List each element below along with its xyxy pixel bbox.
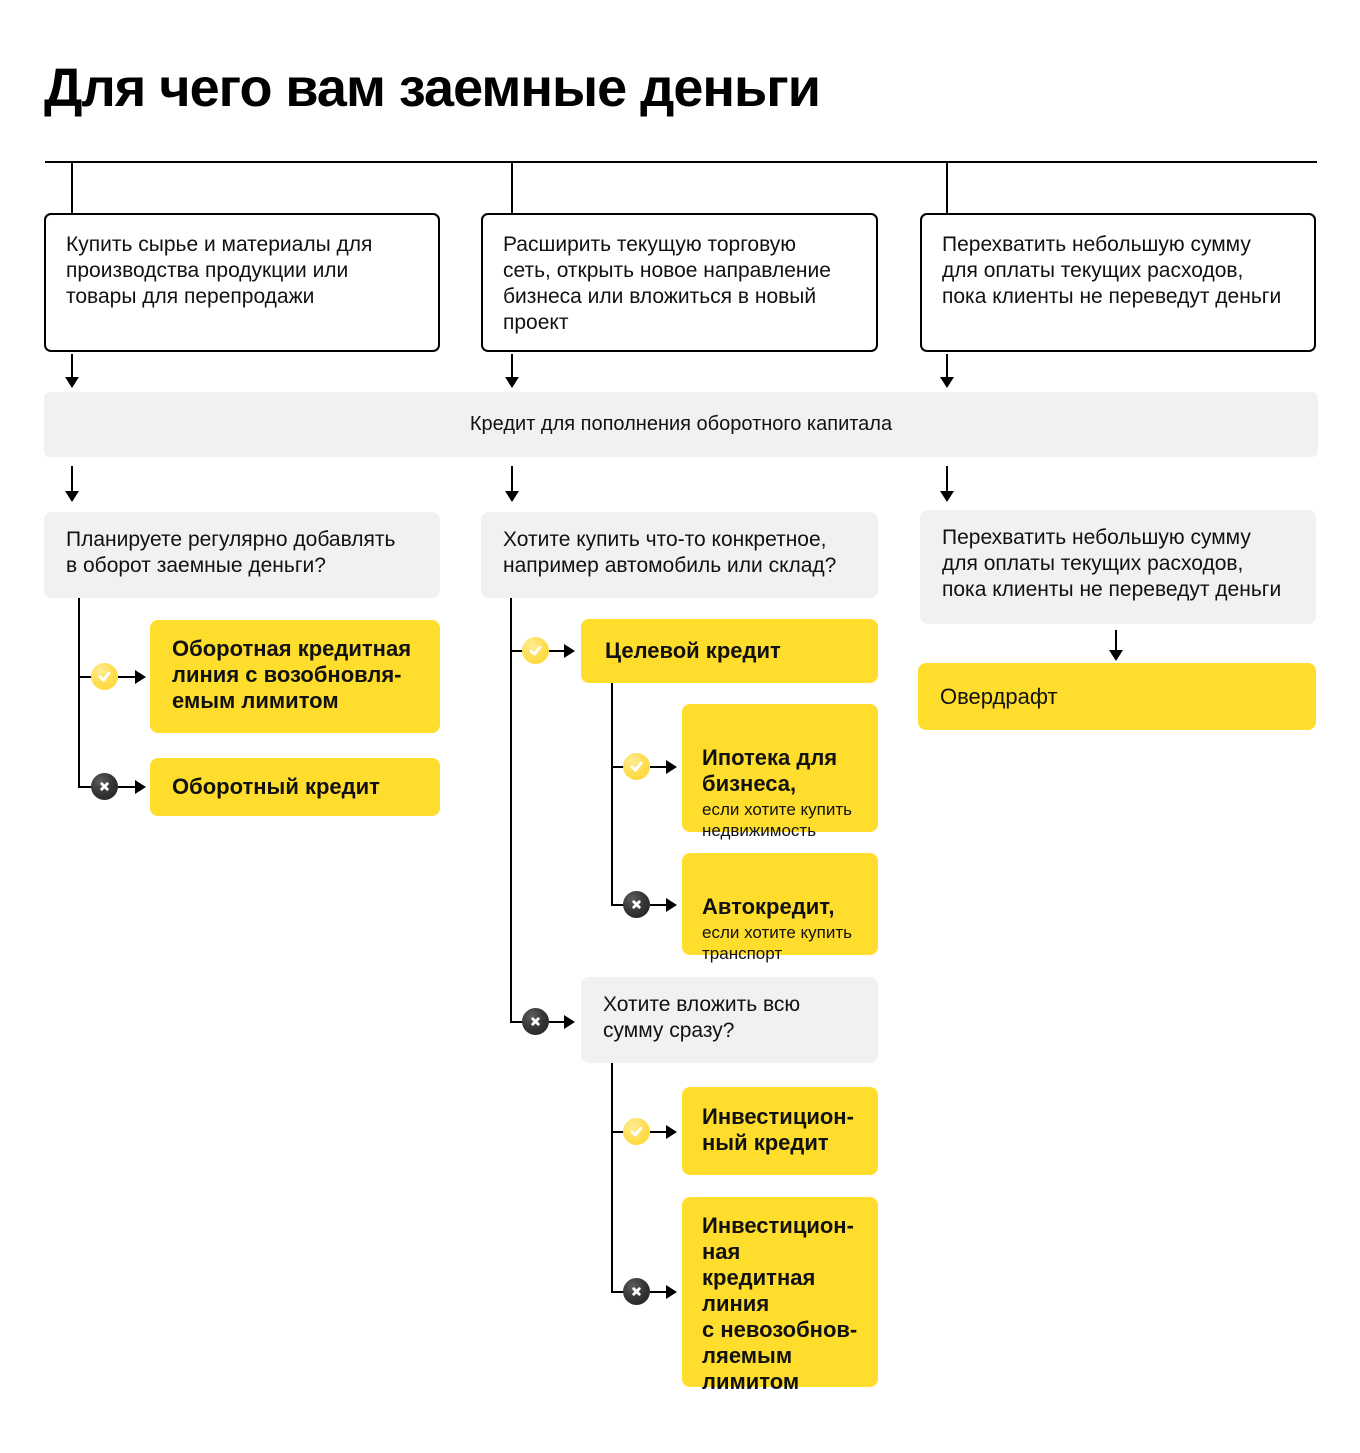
product-title: Автокредит, [702,894,835,919]
product-title: Ипотека для бизнеса, [702,745,838,796]
connector-top-hline [45,161,1317,163]
arrow-head-right [666,1285,677,1299]
connector-target-children [611,683,613,906]
question-invest-all: Хотите вложить всю сумму сразу? [581,977,878,1063]
arrow-line [118,676,136,678]
connector-elbow [510,650,526,652]
band-working-capital: Кредит для пополнения оборотного капитал… [44,392,1318,457]
arrow-line [71,466,73,492]
arrow-line [650,766,666,768]
arrow-head-right [564,644,575,658]
arrow-line [511,354,513,378]
product-overdraft: Овердрафт [918,663,1316,730]
product-auto-credit: Автокредит, если хотите купить транспорт [682,853,878,963]
question-buy-specific: Хотите купить что-то конкретное, наприме… [481,512,878,598]
cross-icon [91,773,118,800]
product-revolving-line: Оборотная кредитная линия с возобновля- … [150,620,440,733]
product-subtitle: если хотите купить недвижимость [702,800,853,840]
cross-icon [623,1278,650,1305]
connector-elbow [611,1291,627,1293]
check-icon [623,1118,650,1145]
arrow-line [71,354,73,378]
arrow-head-down [65,377,79,388]
check-icon [91,663,118,690]
arrow-head-right [666,760,677,774]
connector-elbow [611,1131,627,1133]
arrow-head-down [1109,650,1123,661]
product-subtitle: если хотите купить транспорт [702,923,853,963]
connector-stub-3 [946,161,948,213]
connector-invest-children [611,1063,613,1293]
arrow-head-down [505,377,519,388]
product-working-credit: Оборотный кредит [150,758,440,816]
arrow-line [946,466,948,492]
arrow-head-right [666,1125,677,1139]
need-box-expand: Расширить текущую торговую сеть, открыть… [481,213,878,352]
question-bridge-money: Перехватить небольшую сумму для оплаты т… [920,510,1316,624]
connector-stub-2 [511,161,513,213]
arrow-line [511,466,513,492]
connector-elbow [611,904,627,906]
arrow-line [549,1021,565,1023]
connector-elbow [611,766,627,768]
arrow-line [118,786,136,788]
connector-left-branch [78,598,80,788]
check-icon [522,637,549,664]
arrow-head-right [135,780,146,794]
arrow-line [650,1131,666,1133]
arrow-head-down [940,377,954,388]
product-business-mortgage: Ипотека для бизнеса, если хотите купить … [682,704,878,840]
cross-icon [522,1008,549,1035]
arrow-line [650,1291,666,1293]
arrow-head-right [666,898,677,912]
connector-middle-branch [510,598,512,1023]
connector-elbow [78,786,94,788]
cross-icon [623,891,650,918]
arrow-head-down [940,491,954,502]
arrow-line [1115,630,1117,651]
arrow-line [549,650,565,652]
arrow-head-down [65,491,79,502]
arrow-head-right [135,670,146,684]
connector-elbow [78,676,94,678]
need-box-materials: Купить сырье и материалы для производств… [44,213,440,352]
check-icon [623,753,650,780]
product-invest-line: Инвестицион- ная кредитная линия с невоз… [682,1197,878,1394]
page-title: Для чего вам заемные деньги [44,58,821,118]
arrow-line [946,354,948,378]
connector-elbow [510,1021,526,1023]
arrow-head-down [505,491,519,502]
question-regular-add: Планируете регулярно добавлять в оборот … [44,512,440,598]
arrow-head-right [564,1015,575,1029]
product-target-credit: Целевой кредит [581,619,878,683]
product-invest-credit: Инвестицион- ный кредит [682,1087,878,1175]
arrow-line [650,904,666,906]
need-box-bridge: Перехватить небольшую сумму для оплаты т… [920,213,1316,352]
connector-stub-1 [71,161,73,213]
